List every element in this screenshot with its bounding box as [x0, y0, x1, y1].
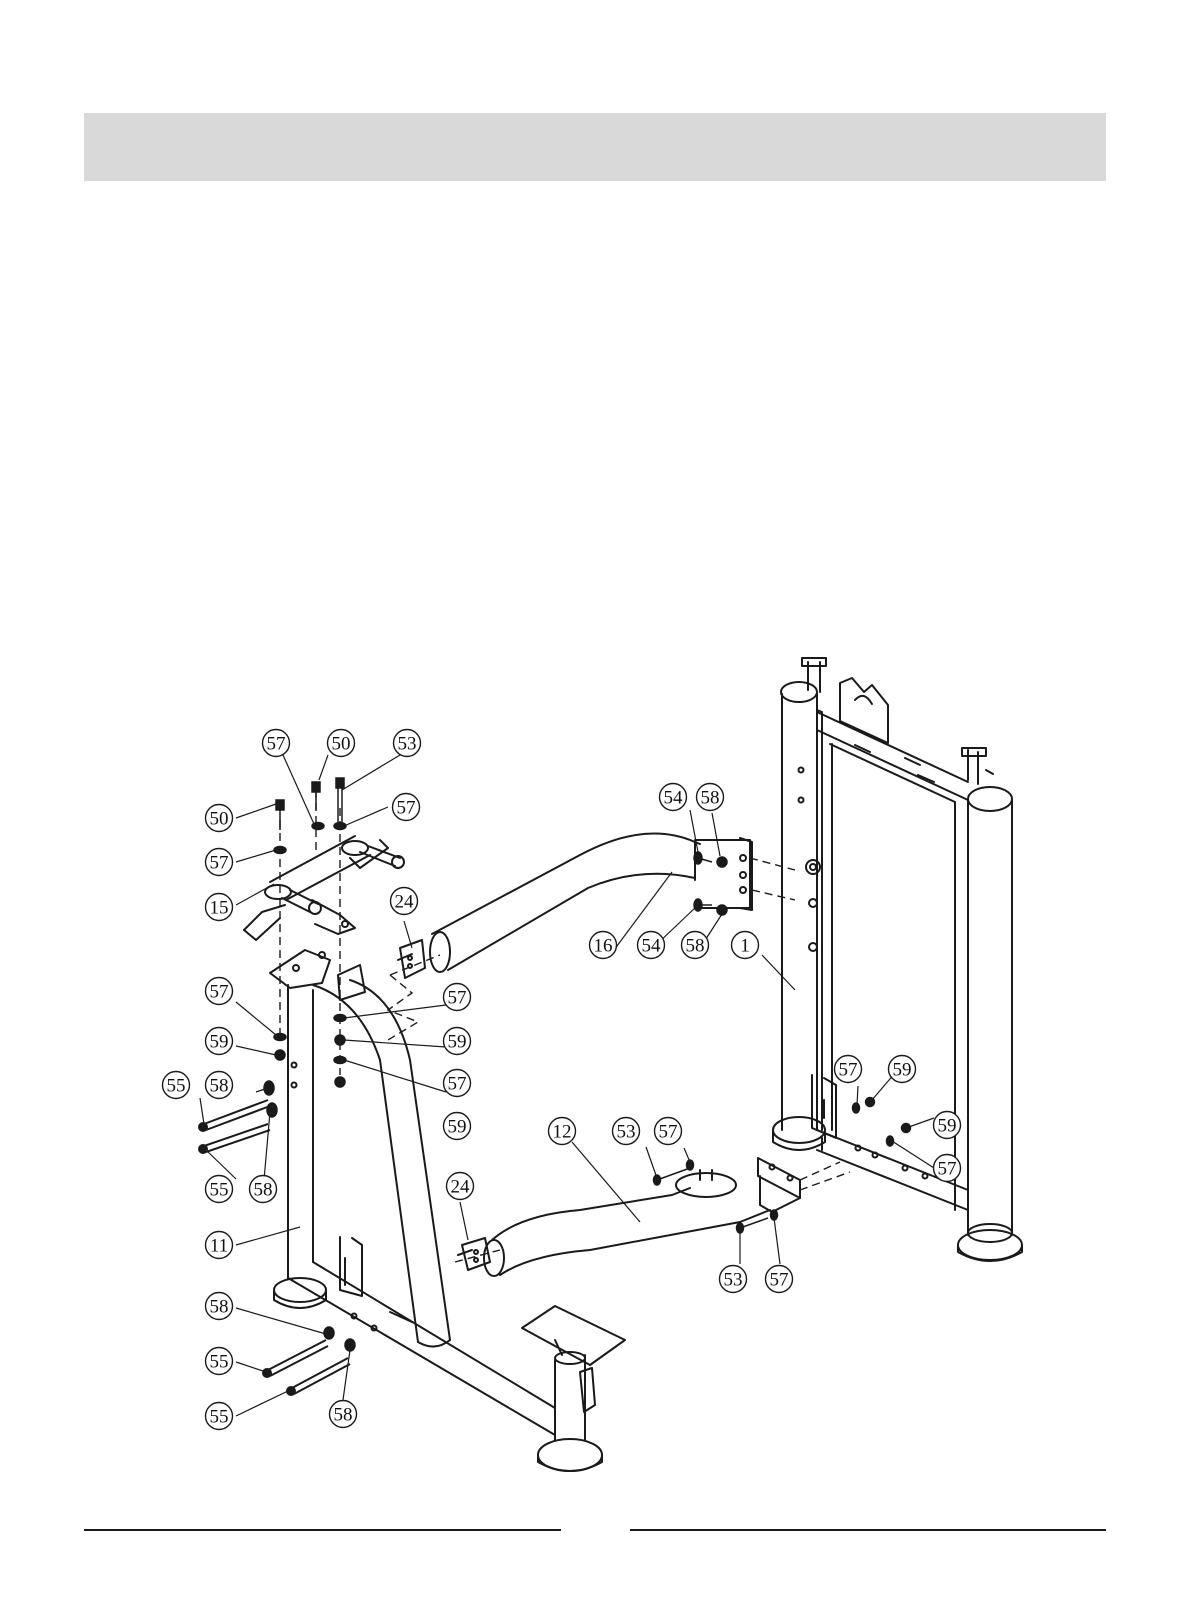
svg-text:1: 1	[740, 936, 750, 957]
svg-text:53: 53	[724, 1270, 743, 1291]
callout-11: 11	[206, 1232, 233, 1259]
svg-text:59: 59	[893, 1060, 912, 1081]
callout-57-top-right: 57	[393, 794, 420, 821]
callout-15: 15	[206, 894, 233, 921]
callout-55-upper-b: 55	[206, 1176, 233, 1203]
svg-text:58: 58	[701, 788, 720, 809]
svg-text:57: 57	[659, 1122, 678, 1143]
callout-57-arm-lower: 57	[766, 1266, 793, 1293]
washer-58-a	[264, 1081, 274, 1095]
washer-57-frame-a	[853, 1103, 860, 1113]
svg-text:55: 55	[210, 1352, 229, 1373]
svg-text:57: 57	[210, 982, 229, 1003]
callout-59-frame-a: 59	[889, 1056, 916, 1083]
callout-58-left-b: 58	[250, 1176, 277, 1203]
svg-text:55: 55	[167, 1076, 186, 1097]
svg-text:54: 54	[664, 788, 684, 809]
nut-59-left	[275, 1050, 285, 1060]
callout-24-upper: 24	[391, 888, 418, 915]
callout-58-lower: 58	[682, 932, 709, 959]
footer-rule-left	[84, 1529, 561, 1531]
callout-59-center-b: 59	[444, 1113, 471, 1140]
callout-57-frame-a: 57	[835, 1056, 862, 1083]
callout-57-frame-b: 57	[934, 1155, 961, 1182]
callout-57-center-b: 57	[444, 1070, 471, 1097]
svg-text:11: 11	[210, 1236, 228, 1257]
washer-58-b	[267, 1103, 277, 1117]
callout-58-bottom-a: 58	[206, 1293, 233, 1320]
svg-text:16: 16	[594, 936, 613, 957]
callout-57-top-left: 57	[263, 730, 290, 757]
assembly-guides	[280, 790, 850, 1262]
svg-text:53: 53	[617, 1122, 636, 1143]
callout-57-center-a: 57	[444, 984, 471, 1011]
callout-50-top: 50	[328, 730, 355, 757]
callout-58-upper: 58	[697, 784, 724, 811]
callout-59-left: 59	[206, 1028, 233, 1055]
svg-text:57: 57	[267, 734, 286, 755]
washer-58-lower	[717, 905, 727, 915]
svg-text:24: 24	[395, 892, 415, 913]
svg-text:58: 58	[254, 1180, 273, 1201]
svg-text:15: 15	[210, 898, 229, 919]
svg-text:58: 58	[334, 1405, 353, 1426]
svg-text:55: 55	[210, 1407, 229, 1428]
bolt-53-top	[336, 778, 344, 788]
nut-59-r1	[335, 1035, 345, 1045]
washer-58-upper	[717, 857, 727, 867]
bolt-50-left	[276, 800, 284, 810]
callout-55-bottom-a: 55	[206, 1348, 233, 1375]
svg-text:58: 58	[210, 1076, 229, 1097]
svg-text:50: 50	[210, 809, 229, 830]
svg-text:57: 57	[839, 1060, 858, 1081]
svg-text:12: 12	[553, 1122, 572, 1143]
callout-59-center-a: 59	[444, 1028, 471, 1055]
svg-text:57: 57	[210, 853, 229, 874]
callout-54-upper: 54	[660, 784, 687, 811]
callout-16: 16	[590, 932, 617, 959]
callout-24-lower: 24	[447, 1173, 474, 1200]
callout-54-lower: 54	[638, 932, 665, 959]
callout-58-left-a: 58	[206, 1072, 233, 1099]
callout-1: 1	[732, 932, 759, 959]
frame-part-1	[773, 658, 1022, 1261]
callout-53-arm-upper: 53	[613, 1118, 640, 1145]
bolt-50-mid	[312, 782, 320, 792]
svg-text:50: 50	[332, 734, 351, 755]
callout-12: 12	[549, 1118, 576, 1145]
svg-text:24: 24	[451, 1177, 471, 1198]
svg-text:59: 59	[448, 1032, 467, 1053]
svg-text:57: 57	[448, 1074, 467, 1095]
callout-53-arm-lower: 53	[720, 1266, 747, 1293]
svg-text:57: 57	[397, 798, 416, 819]
footer-rule-right	[630, 1529, 1106, 1531]
svg-text:54: 54	[642, 936, 662, 957]
callout-57-arm-upper: 57	[655, 1118, 682, 1145]
washer-58-d	[345, 1339, 355, 1351]
callout-53-top: 53	[394, 730, 421, 757]
svg-text:57: 57	[770, 1270, 789, 1291]
callout-57-left-mid: 57	[206, 978, 233, 1005]
svg-text:58: 58	[210, 1297, 229, 1318]
svg-text:59: 59	[448, 1117, 467, 1138]
callouts: 57 50 53 50 57 57 15 24 54 58 16 54 58 1…	[163, 730, 961, 1430]
svg-text:57: 57	[448, 988, 467, 1009]
washer-58-c	[324, 1327, 334, 1339]
callout-59-frame-b: 59	[934, 1112, 961, 1139]
nut-59-r2	[335, 1077, 345, 1087]
callout-57-left-upper: 57	[206, 849, 233, 876]
callout-55-upper-a: 55	[163, 1072, 190, 1099]
svg-text:57: 57	[938, 1159, 957, 1180]
leader-lines	[200, 755, 934, 1416]
svg-text:58: 58	[686, 936, 705, 957]
svg-text:53: 53	[398, 734, 417, 755]
lower-arm-part-12	[484, 1158, 800, 1276]
callout-50-left: 50	[206, 805, 233, 832]
svg-text:55: 55	[210, 1180, 229, 1201]
svg-text:59: 59	[938, 1116, 957, 1137]
svg-text:59: 59	[210, 1032, 229, 1053]
callout-58-bottom-b: 58	[330, 1401, 357, 1428]
callout-55-bottom-b: 55	[206, 1403, 233, 1430]
